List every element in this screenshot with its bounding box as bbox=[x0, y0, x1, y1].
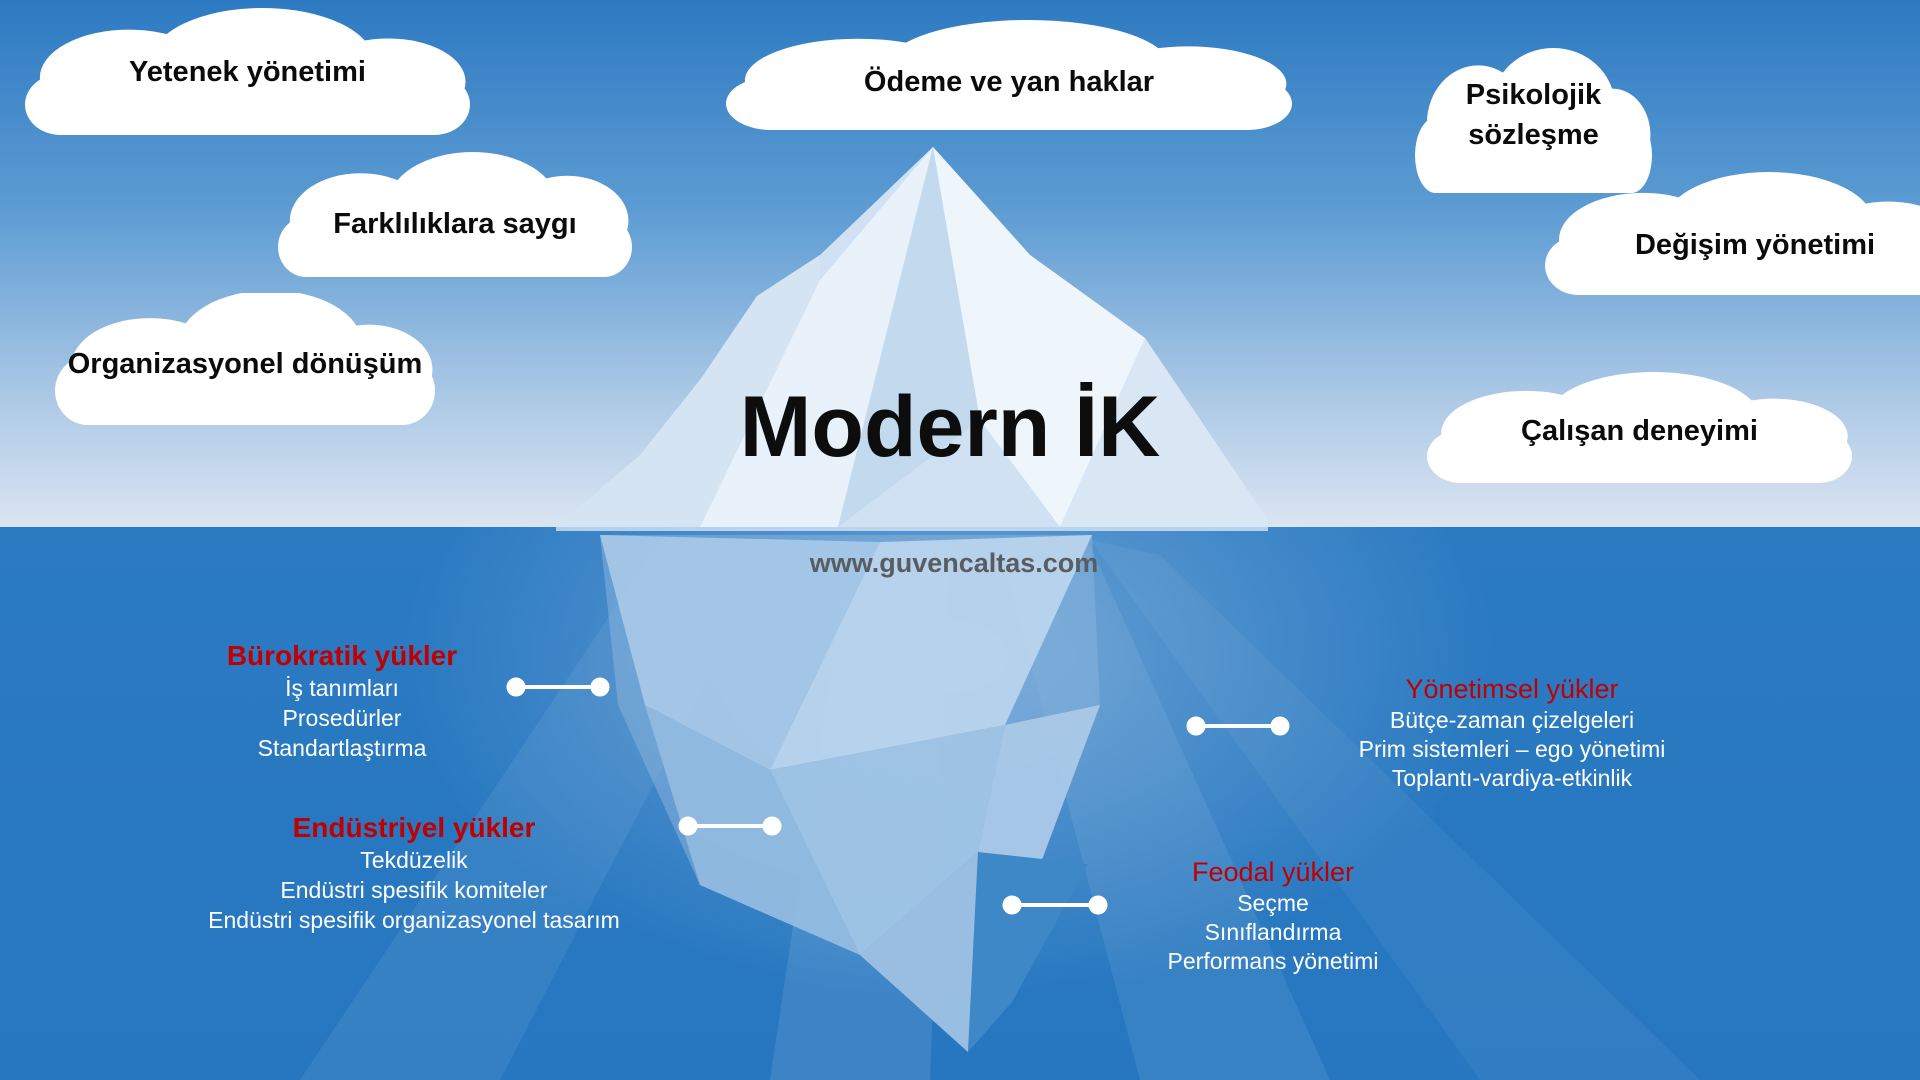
cloud-label: Değişim yönetimi bbox=[1634, 229, 1876, 261]
section-feodal-yukler: Feodal yükler Seçme Sınıflandırma Perfor… bbox=[1063, 855, 1483, 976]
section-item: Toplantı-vardiya-etkinlik bbox=[1391, 765, 1633, 791]
cloud-shape bbox=[1415, 48, 1652, 193]
cloud-shape bbox=[726, 20, 1292, 130]
cloud-shape bbox=[25, 8, 470, 135]
cloud-label: Psikolojik sözleşme bbox=[1465, 79, 1602, 151]
section-item: Prosedürler bbox=[282, 705, 402, 731]
section-yonetimsel-yukler: Yönetimsel yükler Bütçe-zaman çizelgeler… bbox=[1272, 672, 1752, 793]
cloud-label: Ödeme ve yan haklar bbox=[863, 66, 1155, 98]
section-heading: Endüstriyel yükler bbox=[292, 812, 536, 843]
cloud-shape bbox=[278, 152, 632, 277]
section-heading: Feodal yükler bbox=[1191, 857, 1355, 887]
main-title: Modern İK bbox=[739, 379, 1161, 475]
section-item: Endüstri spesifik organizasyonel tasarım bbox=[208, 907, 620, 933]
cloud-shape bbox=[55, 293, 435, 425]
section-item: Seçme bbox=[1237, 890, 1309, 916]
section-item: Tekdüzelik bbox=[360, 847, 468, 873]
section-item: Prim sistemleri – ego yönetimi bbox=[1358, 736, 1666, 762]
cloud-calisan-deneyimi: Çalışan deneyimi bbox=[1427, 372, 1852, 483]
website-url: www.guvencaltas.com bbox=[809, 548, 1099, 578]
cloud-farkliliklara-saygi: Farklılıklara saygı bbox=[278, 152, 632, 277]
cloud-shape bbox=[1427, 372, 1852, 483]
cloud-label: Yetenek yönetimi bbox=[129, 56, 366, 88]
section-item: Bütçe-zaman çizelgeleri bbox=[1389, 707, 1635, 733]
cloud-odeme-ve-yan-haklar: Ödeme ve yan haklar bbox=[726, 20, 1292, 130]
section-item: İş tanımları bbox=[285, 675, 399, 701]
cloud-label: Çalışan deneyimi bbox=[1521, 415, 1758, 447]
section-heading: Bürokratik yükler bbox=[226, 640, 458, 671]
cloud-label: Farklılıklara saygı bbox=[333, 208, 577, 240]
section-burokratik-yukler: Bürokratik yükler İş tanımları Prosedürl… bbox=[122, 639, 562, 763]
sea-background bbox=[0, 527, 1920, 1080]
section-item: Performans yönetimi bbox=[1167, 948, 1379, 974]
section-item: Sınıflandırma bbox=[1204, 919, 1342, 945]
cloud-shape bbox=[1545, 172, 1920, 295]
section-item: Endüstri spesifik komiteler bbox=[280, 877, 548, 903]
section-heading: Yönetimsel yükler bbox=[1405, 674, 1619, 704]
cloud-yetenek-yonetimi: Yetenek yönetimi bbox=[25, 8, 470, 135]
section-item: Standartlaştırma bbox=[257, 735, 427, 761]
cloud-organizasyonel-donusum: Organizasyonel dönüşüm bbox=[55, 293, 435, 425]
cloud-psikolojik-sozlesme: Psikolojik sözleşme bbox=[1415, 48, 1652, 193]
cloud-label: Organizasyonel dönüşüm bbox=[67, 348, 423, 380]
cloud-degisim-yonetimi: Değişim yönetimi bbox=[1545, 172, 1920, 295]
section-endustriyel-yukler: Endüstriyel yükler Tekdüzelik Endüstri s… bbox=[94, 811, 734, 935]
